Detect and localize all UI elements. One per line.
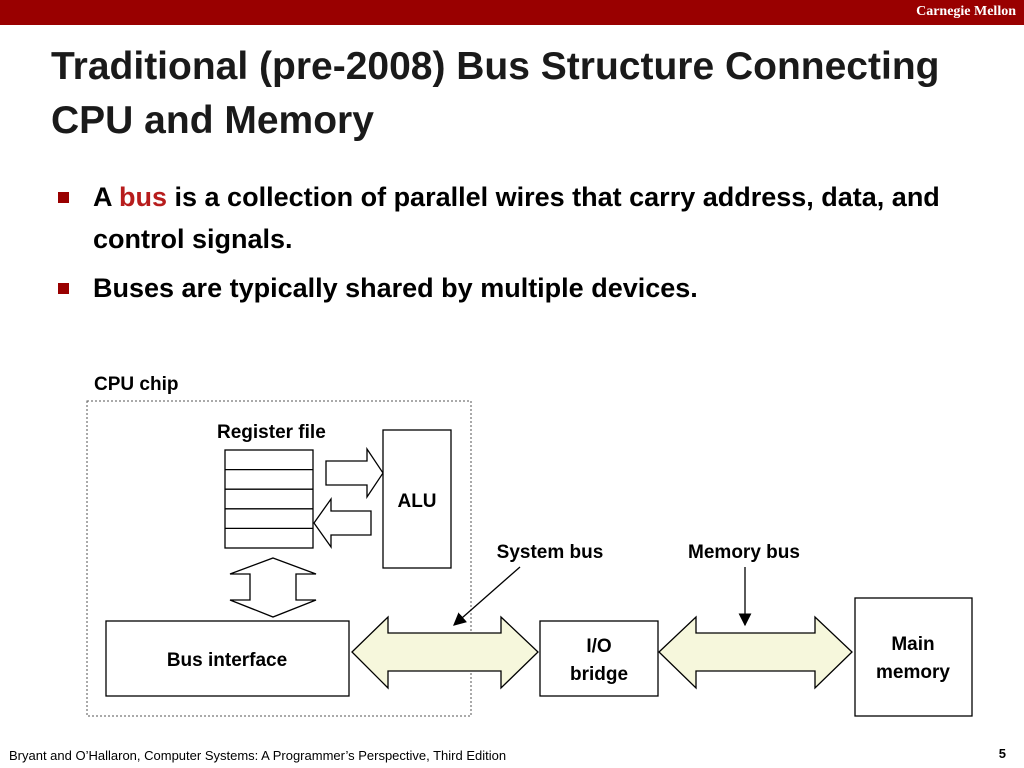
io-bridge-label-line2: bridge [570, 664, 628, 685]
main-memory-label-line2: memory [876, 662, 950, 683]
university-brand: Carnegie Mellon [916, 4, 1016, 19]
regfile-bus-interface-arrow [229, 557, 317, 618]
main-memory-box [854, 597, 973, 717]
bullet-item: Buses are typically shared by multiple d… [55, 267, 955, 309]
alu-label: ALU [397, 491, 436, 512]
memory-bus-arrow [658, 615, 853, 690]
io-bridge-label-line1: I/O [586, 636, 611, 657]
bullet-text: A [93, 182, 119, 212]
bus-interface-label: Bus interface [167, 650, 287, 671]
alu-to-regfile-arrow [313, 496, 372, 550]
alu-box [382, 429, 452, 569]
system-bus-pointer [453, 566, 521, 626]
system-bus-arrow [351, 615, 539, 690]
bullet-text: is a collection of parallel wires that c… [93, 182, 940, 254]
register-file [224, 449, 314, 549]
cpu-chip-boundary [86, 400, 472, 717]
footer-citation: Bryant and O’Hallaron, Computer Systems:… [9, 748, 507, 763]
cpu-chip-label: CPU chip [94, 374, 178, 395]
io-bridge-box [539, 620, 659, 697]
regfile-to-alu-arrow [325, 446, 384, 500]
memory-bus-label: Memory bus [688, 542, 800, 563]
system-bus-label: System bus [497, 542, 604, 563]
bullet-list: A bus is a collection of parallel wires … [55, 176, 955, 316]
square-bullet-icon [58, 192, 69, 203]
main-memory-label-line1: Main [891, 634, 934, 655]
bullet-text: Buses are typically shared by multiple d… [93, 273, 698, 303]
register-file-label: Register file [217, 422, 326, 443]
bullet-item: A bus is a collection of parallel wires … [55, 176, 955, 260]
header-bar: Carnegie Mellon [0, 0, 1024, 25]
square-bullet-icon [58, 283, 69, 294]
page-number: 5 [998, 746, 1006, 761]
slide-title: Traditional (pre-2008) Bus Structure Con… [51, 45, 940, 142]
bus-keyword: bus [119, 182, 168, 212]
bus-interface-box [105, 620, 350, 697]
